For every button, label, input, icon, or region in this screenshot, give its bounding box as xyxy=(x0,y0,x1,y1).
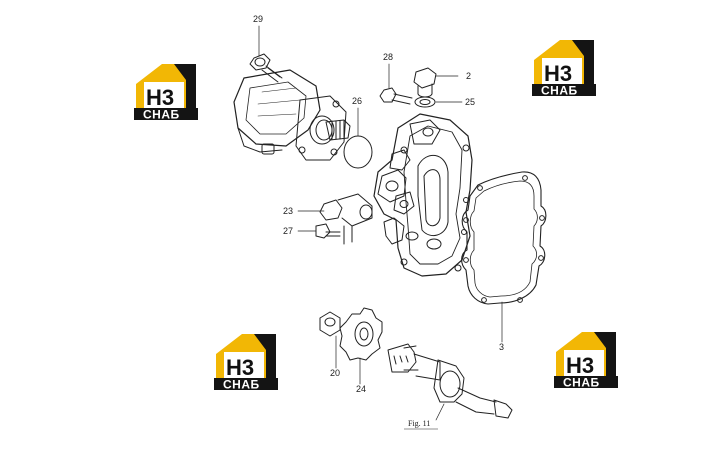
brand-logo: H3 СНАБ xyxy=(214,330,278,416)
bolt-28-part xyxy=(379,87,413,105)
logo-icon: H3 СНАБ xyxy=(554,332,618,390)
callout-24: 24 xyxy=(356,384,366,394)
callout-25: 25 xyxy=(465,97,475,107)
logo-icon: H3 СНАБ xyxy=(532,40,596,98)
shaft-assembly-part xyxy=(387,343,513,419)
svg-text:СНАБ: СНАБ xyxy=(143,108,180,122)
clip-part xyxy=(383,217,405,245)
leader-lines xyxy=(258,25,503,421)
brand-logo: H3 СНАБ xyxy=(554,328,618,414)
svg-text:H3: H3 xyxy=(226,355,254,380)
brand-logo: H3 СНАБ xyxy=(134,60,198,146)
callout-26: 26 xyxy=(352,96,362,106)
washer-25-part xyxy=(414,96,436,108)
svg-text:СНАБ: СНАБ xyxy=(541,84,578,98)
plug-2-part xyxy=(413,67,437,98)
bolt-27-part xyxy=(315,223,341,239)
svg-text:СНАБ: СНАБ xyxy=(223,378,260,392)
svg-text:H3: H3 xyxy=(566,353,594,378)
brand-logo: H3 СНАБ xyxy=(532,36,596,122)
nut-20-part xyxy=(319,311,341,337)
callout-20: 20 xyxy=(330,368,340,378)
o-ring-part xyxy=(343,135,373,169)
bolt-29-part xyxy=(249,53,283,83)
figure-reference: Fig. 11 xyxy=(404,419,438,430)
callout-27: 27 xyxy=(283,226,293,236)
callout-29: 29 xyxy=(253,14,263,24)
svg-text:H3: H3 xyxy=(146,85,174,110)
logo-icon: H3 СНАБ xyxy=(214,334,278,392)
gear-24-part xyxy=(339,307,383,361)
gasket-part xyxy=(461,171,547,305)
svg-text:Fig. 11: Fig. 11 xyxy=(408,419,430,428)
callout-2: 2 xyxy=(466,71,471,81)
sensor-23-part xyxy=(319,193,373,245)
callout-23: 23 xyxy=(283,206,293,216)
svg-text:СНАБ: СНАБ xyxy=(563,376,600,390)
actuator-assembly-part xyxy=(233,69,351,161)
gear-housing-part xyxy=(373,113,473,277)
callout-28: 28 xyxy=(383,52,393,62)
callout-3: 3 xyxy=(499,342,504,352)
svg-text:H3: H3 xyxy=(544,61,572,86)
logo-icon: H3 СНАБ xyxy=(134,64,198,122)
